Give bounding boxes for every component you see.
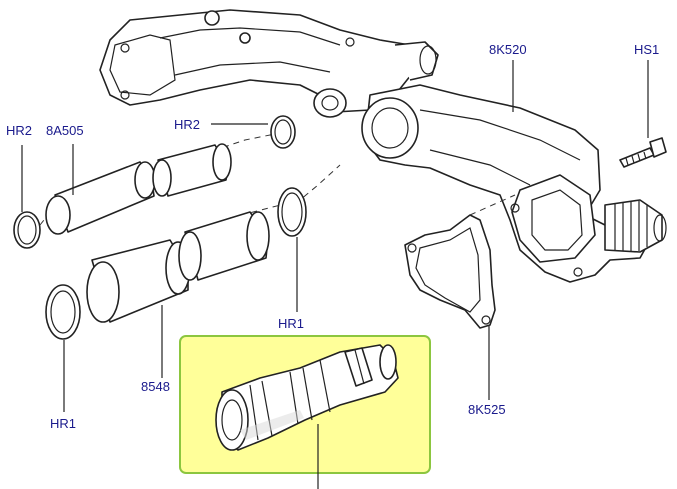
- gasket-8k525: [404, 214, 496, 329]
- label-8k520: 8K520: [489, 42, 527, 57]
- o-ring-hr2-center: [270, 115, 296, 149]
- tube-8548-right: [178, 211, 270, 281]
- label-8548: 8548: [141, 379, 170, 394]
- label-hr1-left: HR1: [50, 416, 76, 431]
- label-hr2-center: HR2: [174, 117, 200, 132]
- label-8a505: 8A505: [46, 123, 84, 138]
- label-hs1: HS1: [634, 42, 659, 57]
- o-ring-hr1-right: [277, 187, 307, 237]
- label-hr1-right: HR1: [278, 316, 304, 331]
- tube-8a505-right: [152, 143, 232, 197]
- thermostat-part[interactable]: [215, 344, 399, 451]
- assembly-line-gasket: [469, 194, 516, 216]
- tube-8548-left: [86, 239, 191, 323]
- corrugated-outlet: [604, 199, 667, 253]
- tube-8a505-left: [45, 161, 156, 235]
- o-ring-hr1-left: [45, 284, 81, 340]
- upper-manifold-housing: [99, 9, 439, 118]
- label-hr2-left: HR2: [6, 123, 32, 138]
- o-ring-hr2-left: [13, 211, 41, 249]
- lower-elbow-manifold: [361, 84, 667, 283]
- label-8k525: 8K525: [468, 402, 506, 417]
- bolt-hs1: [619, 137, 667, 168]
- assembly-line-lower: [229, 164, 341, 219]
